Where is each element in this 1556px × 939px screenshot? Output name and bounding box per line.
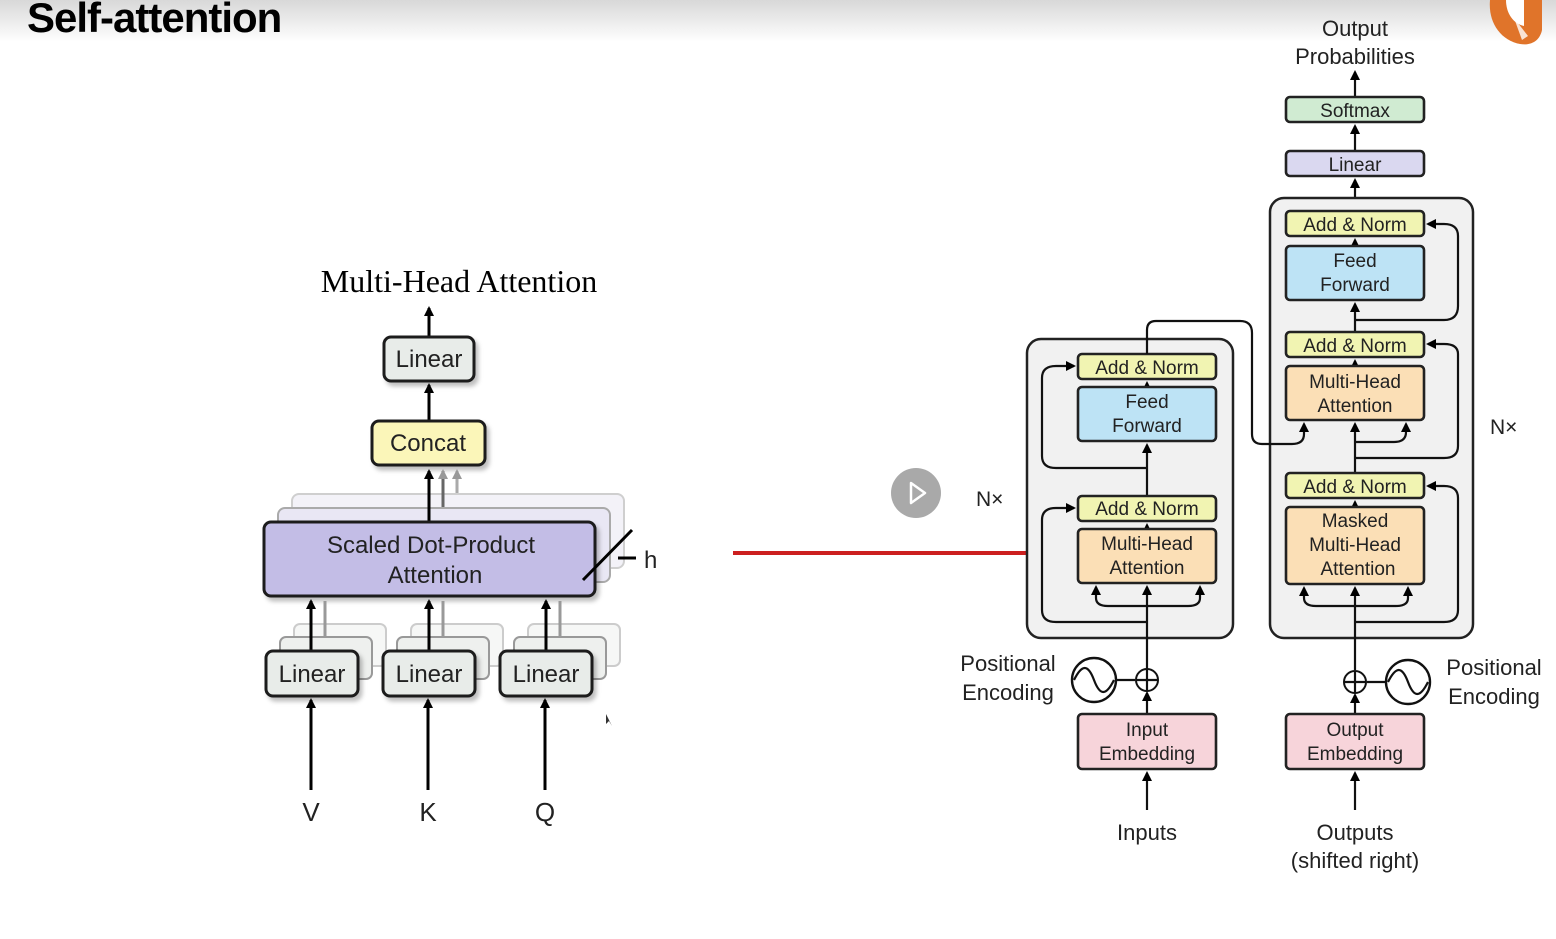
linear-q-group: Linear Q — [498, 599, 621, 827]
input-v-label: V — [302, 797, 320, 827]
svg-text:Add & Norm: Add & Norm — [1303, 477, 1406, 498]
linear-v-group: Linear V — [264, 599, 387, 827]
concat-label: Concat — [390, 430, 466, 457]
sdpa-box — [262, 520, 597, 598]
mouse-cursor-icon — [606, 714, 612, 726]
svg-text:Multi-Head: Multi-Head — [1101, 534, 1193, 555]
svg-text:Embedding: Embedding — [1307, 744, 1403, 765]
decoder-masked-multi-head-attention — [1284, 505, 1426, 586]
mha-diagram: Multi-Head Attention Linear Concat Scale… — [262, 263, 657, 827]
h-label: h — [644, 547, 657, 574]
svg-text:Add & Norm: Add & Norm — [1095, 358, 1198, 379]
decoder-nx-label: N× — [1490, 416, 1517, 439]
positional-encoding-right-line2: Encoding — [1448, 684, 1540, 709]
svg-text:Add & Norm: Add & Norm — [1095, 499, 1198, 520]
svg-text:Multi-Head: Multi-Head — [1309, 535, 1401, 556]
slide-title: Self-attention — [27, 0, 282, 41]
linear-k-label: Linear — [396, 661, 463, 688]
input-q-label: Q — [535, 797, 555, 827]
encoder-feed-forward — [1076, 385, 1218, 443]
decoder-feed-forward — [1284, 244, 1426, 302]
svg-text:Multi-Head: Multi-Head — [1309, 372, 1401, 393]
positional-encoding-right-line1: Positional — [1446, 655, 1541, 680]
output-probabilities-line1: Output — [1322, 16, 1388, 41]
encoder-add-norm-bottom — [1076, 494, 1218, 523]
svg-text:Input: Input — [1126, 720, 1169, 741]
softmax-box — [1284, 95, 1426, 124]
linear-q-box — [498, 649, 594, 698]
svg-text:Add & Norm: Add & Norm — [1303, 215, 1406, 236]
transformer-diagram: Output Probabilities Softmax Linear N× A… — [960, 16, 1541, 873]
linear-q-label: Linear — [513, 661, 580, 688]
input-k-label: K — [419, 797, 437, 827]
outputs-label-line1: Outputs — [1316, 820, 1393, 845]
positional-encoding-left-line1: Positional — [960, 651, 1055, 676]
decoder-multi-head-attention — [1284, 364, 1426, 422]
svg-text:Attention: Attention — [1110, 558, 1185, 579]
linear-k-group: Linear K — [381, 599, 504, 827]
svg-text:Attention: Attention — [1318, 396, 1393, 417]
svg-text:Attention: Attention — [1321, 559, 1396, 580]
linear-output-label: Linear — [396, 346, 463, 373]
svg-text:Output: Output — [1326, 720, 1384, 741]
positional-encoding-left-line2: Encoding — [962, 680, 1054, 705]
encoder-block — [1025, 337, 1235, 640]
svg-text:Forward: Forward — [1112, 416, 1182, 437]
svg-text:Embedding: Embedding — [1099, 744, 1195, 765]
svg-text:Add & Norm: Add & Norm — [1303, 336, 1406, 357]
decoder-add-norm-bottom — [1284, 471, 1426, 500]
svg-text:Masked: Masked — [1322, 511, 1389, 532]
play-icon — [909, 481, 927, 505]
output-embedding-box — [1284, 712, 1426, 771]
sdpa-label-line2: Attention — [388, 562, 483, 589]
svg-text:Forward: Forward — [1320, 275, 1390, 296]
logo-icon — [1489, 0, 1542, 45]
softmax-label: Softmax — [1320, 101, 1390, 122]
linear-output-box — [382, 335, 476, 383]
video-play-button[interactable] — [891, 468, 941, 518]
output-probabilities-line2: Probabilities — [1295, 44, 1415, 69]
svg-text:Feed: Feed — [1125, 392, 1168, 413]
encoder-nx-label: N× — [976, 488, 1003, 511]
linear-v-box — [264, 649, 360, 698]
linear-k-box — [381, 649, 477, 698]
encoder-multi-head-attention — [1076, 527, 1218, 585]
decoder-add-norm-mid — [1284, 330, 1426, 359]
linear-v-label: Linear — [279, 661, 346, 688]
output-linear-box — [1284, 149, 1426, 178]
sdpa-label-line1: Scaled Dot-Product — [327, 532, 535, 559]
input-embedding-box — [1076, 712, 1218, 771]
inputs-label: Inputs — [1117, 820, 1177, 845]
output-linear-label: Linear — [1329, 155, 1382, 176]
title-bar — [0, 0, 1556, 42]
decoder-add-norm-top — [1284, 209, 1426, 238]
concat-box — [370, 419, 487, 467]
outputs-label-line2: (shifted right) — [1291, 848, 1419, 873]
svg-text:Feed: Feed — [1333, 251, 1376, 272]
mha-title: Multi-Head Attention — [321, 263, 597, 299]
